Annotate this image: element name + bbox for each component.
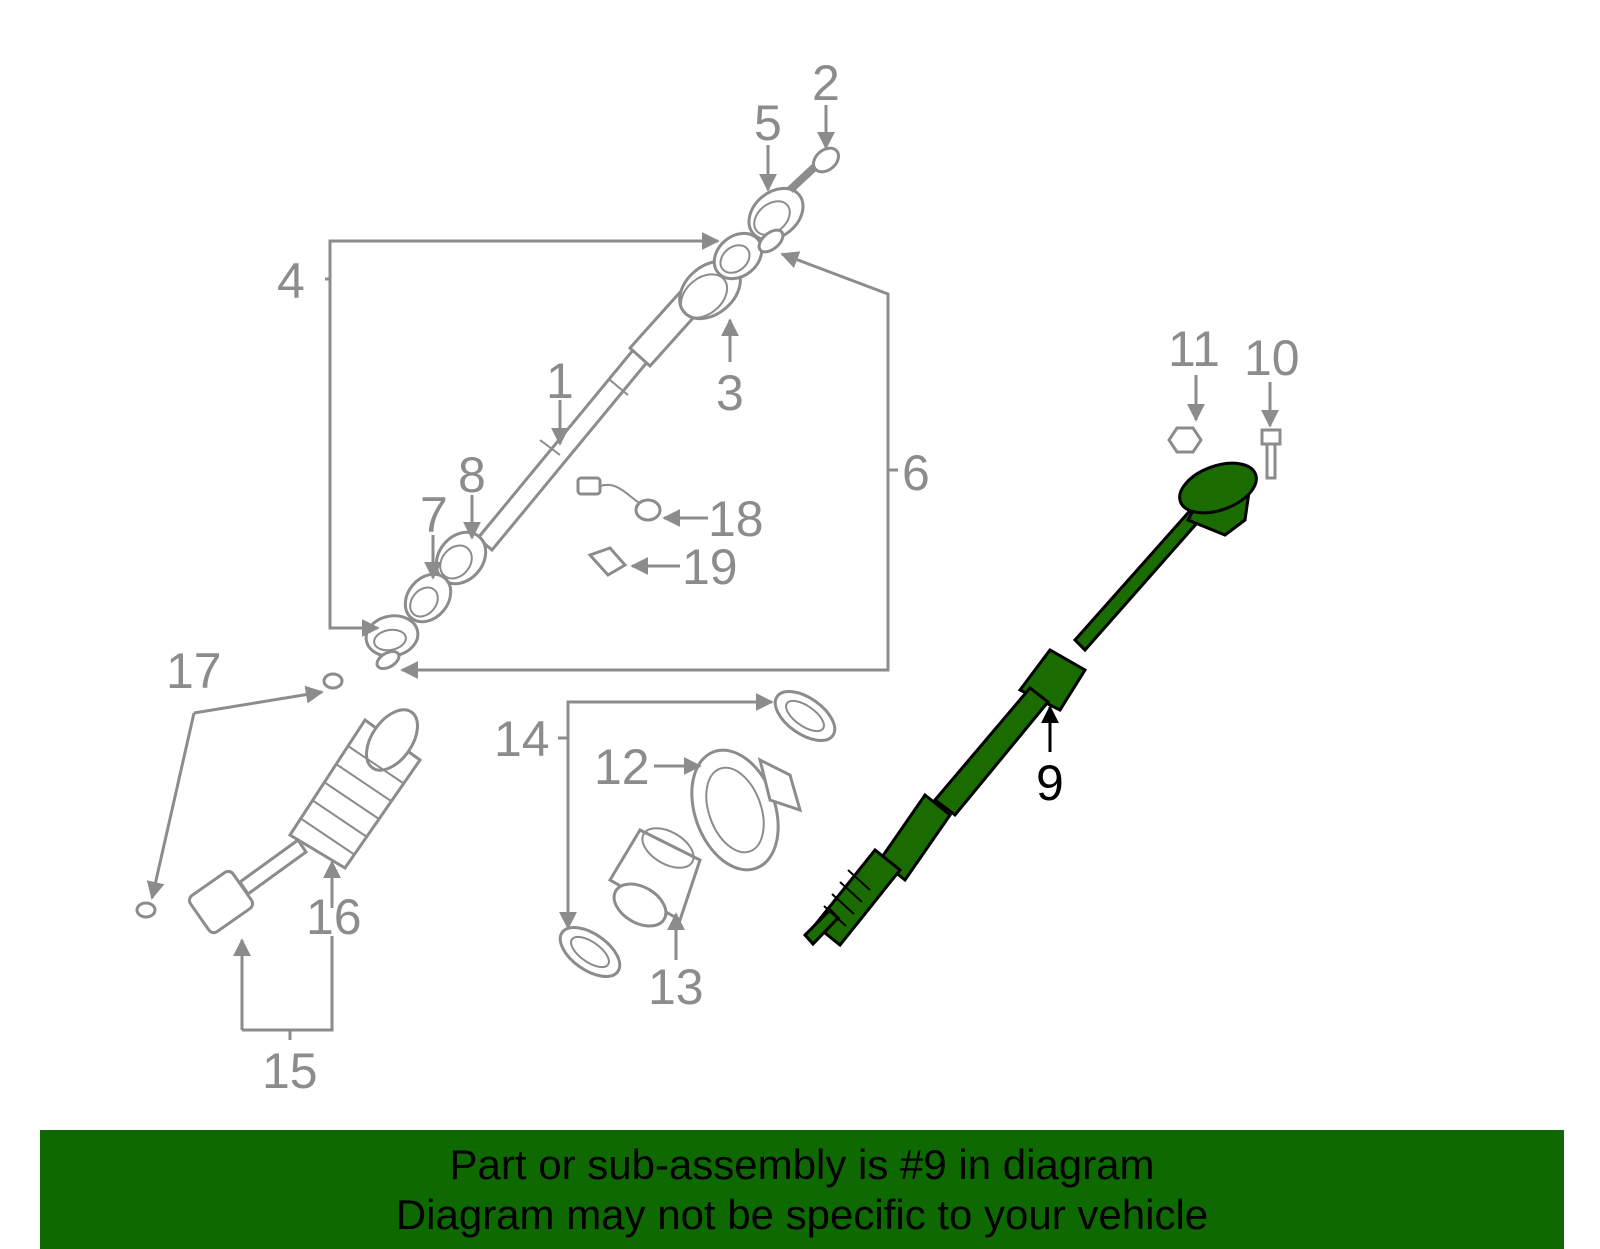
callout-2: 2 bbox=[812, 55, 840, 111]
callout-3: 3 bbox=[716, 365, 744, 421]
seal-part bbox=[747, 186, 805, 254]
pinion-part bbox=[678, 231, 764, 321]
callout-labels: 1 2 3 4 5 6 7 8 9 10 11 12 13 14 15 16 1… bbox=[166, 55, 1300, 1099]
callout-13: 13 bbox=[648, 959, 704, 1015]
boot-part bbox=[287, 708, 423, 871]
clip-part bbox=[587, 546, 628, 577]
callout-8: 8 bbox=[458, 447, 486, 503]
info-banner: Part or sub-assembly is #9 in diagram Di… bbox=[40, 1130, 1564, 1249]
callout-10: 10 bbox=[1244, 330, 1300, 386]
callout-17: 17 bbox=[166, 643, 222, 699]
callout-16: 16 bbox=[306, 889, 362, 945]
housing-part-12 bbox=[690, 748, 803, 872]
callout-18: 18 bbox=[708, 491, 764, 547]
callout-5: 5 bbox=[754, 95, 782, 151]
callout-19: 19 bbox=[682, 539, 738, 595]
callout-4: 4 bbox=[277, 253, 305, 309]
boot-part-13 bbox=[607, 827, 702, 928]
ring-parts-14 bbox=[558, 690, 837, 978]
tie-rod-end-part bbox=[187, 837, 309, 935]
bolt-part bbox=[787, 146, 841, 193]
callout-14: 14 bbox=[494, 711, 550, 767]
callout-11: 11 bbox=[1168, 321, 1220, 377]
sensor-part bbox=[576, 476, 662, 522]
leader-lines bbox=[146, 105, 1279, 1040]
small-bolts-part-17 bbox=[135, 672, 344, 919]
steering-shaft-part-9 bbox=[802, 461, 1258, 948]
callout-7: 7 bbox=[420, 487, 448, 543]
banner-line-1: Part or sub-assembly is #9 in diagram bbox=[449, 1141, 1155, 1188]
banner-line-2: Diagram may not be specific to your vehi… bbox=[395, 1191, 1209, 1238]
callout-9: 9 bbox=[1036, 755, 1064, 811]
callout-12: 12 bbox=[594, 739, 650, 795]
bushing-parts bbox=[364, 530, 488, 671]
parts-diagram: 1 2 3 4 5 6 7 8 9 10 11 12 13 14 15 16 1… bbox=[135, 55, 1300, 1099]
nut-part-11 bbox=[1167, 426, 1203, 454]
callout-15: 15 bbox=[262, 1043, 318, 1099]
callout-6: 6 bbox=[902, 445, 930, 501]
bolt-part-10 bbox=[1260, 428, 1282, 480]
callout-1: 1 bbox=[546, 353, 574, 409]
